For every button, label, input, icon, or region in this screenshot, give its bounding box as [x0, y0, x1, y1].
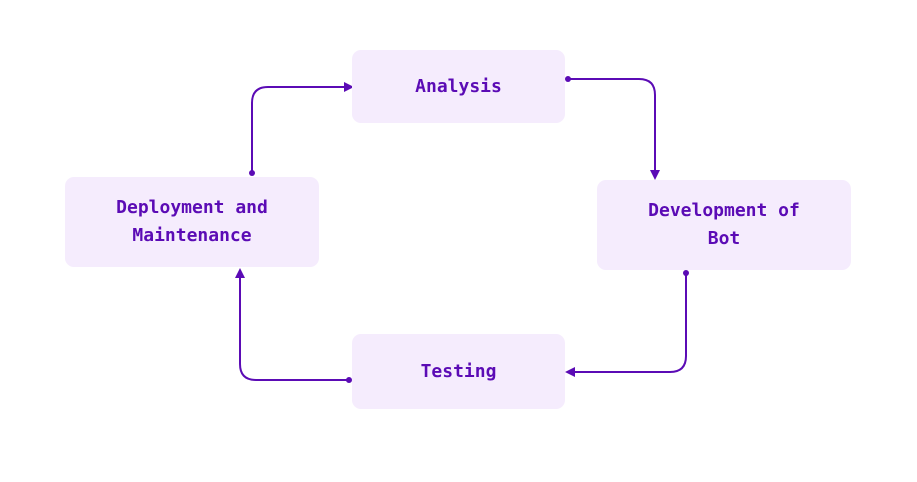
node-label: Analysis — [415, 75, 502, 97]
arrow-analysis-to-development — [568, 78, 660, 180]
connector-dot — [683, 270, 689, 276]
node-label: Deployment and Maintenance — [116, 197, 268, 246]
connector-dot — [346, 377, 352, 383]
node-label: Testing — [420, 360, 497, 382]
node-label: Development of Bot — [648, 200, 800, 249]
arrow-testing-to-deployment — [235, 268, 349, 381]
node-deployment: Deployment and Maintenance — [65, 177, 319, 267]
node-analysis: Analysis — [352, 50, 565, 123]
node-testing: Testing — [352, 334, 565, 409]
arrow-development-to-testing — [565, 273, 687, 377]
arrow-deployment-to-analysis — [251, 82, 354, 173]
node-development: Development of Bot — [597, 180, 851, 270]
connector-dot — [249, 170, 255, 176]
connector-dot — [565, 76, 571, 82]
